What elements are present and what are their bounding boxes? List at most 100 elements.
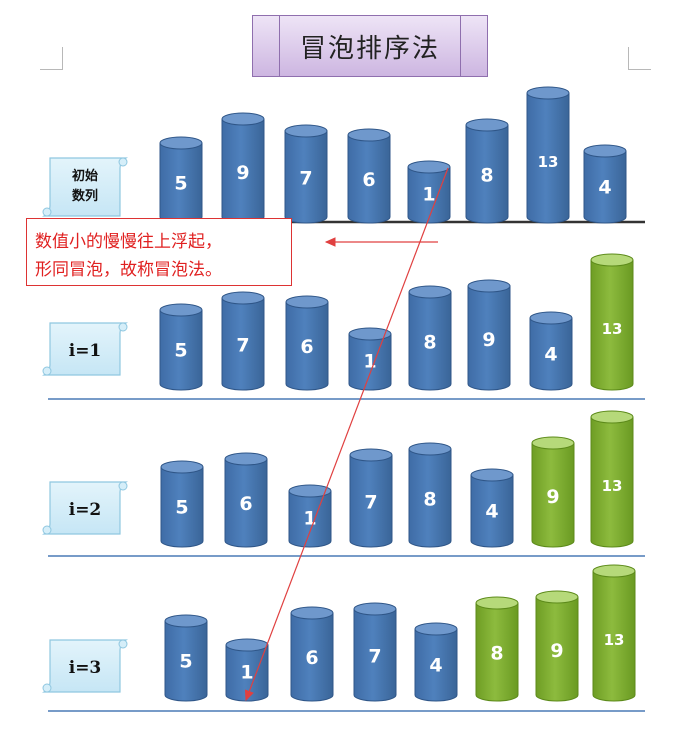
cylinder-body [347, 134, 391, 224]
cylinder-6: 6 [347, 128, 391, 224]
cylinder-4: 4 [583, 144, 627, 224]
cylinder-top [470, 468, 514, 482]
scroll-curl-top [118, 481, 128, 491]
cylinder-8: 8 [408, 285, 452, 391]
cylinder-top [465, 118, 509, 132]
cylinder-top [590, 253, 634, 267]
cylinder-13: 13 [590, 253, 634, 391]
scroll-label-text: 数列 [72, 188, 98, 204]
cylinder-top [159, 303, 203, 317]
corner-mark-left [40, 47, 63, 70]
cylinder-5: 5 [164, 614, 208, 702]
scroll-body [42, 157, 128, 217]
cylinder-1: 1 [348, 327, 392, 391]
cylinder-value: 7 [236, 334, 249, 356]
cylinder-value: 13 [538, 153, 559, 171]
cylinder-value: 1 [363, 351, 376, 373]
corner-mark-right [628, 47, 651, 70]
cylinder-body [290, 612, 334, 702]
cylinder-value: 4 [429, 654, 442, 676]
cylinder-value: 9 [236, 162, 249, 184]
cylinder-value: 6 [300, 336, 313, 358]
cylinder-value: 13 [604, 631, 625, 649]
cylinder-7: 7 [353, 602, 397, 702]
cylinder-top [529, 311, 573, 325]
cylinder-value: 8 [423, 489, 436, 511]
cylinder-value: 13 [602, 477, 623, 495]
cylinder-1: 1 [407, 160, 451, 224]
cylinder-body [160, 466, 204, 548]
cylinder-value: 4 [485, 500, 498, 522]
cylinder-value: 5 [175, 497, 188, 519]
cylinder-value: 6 [362, 169, 375, 191]
cylinder-body [592, 570, 636, 702]
cylinder-top [592, 564, 636, 578]
cylinder-6: 6 [290, 606, 334, 702]
scroll-label: i=3 [42, 639, 128, 693]
cylinder-value: 7 [368, 645, 381, 667]
cylinder-4: 4 [470, 468, 514, 548]
note-line-1: 数值小的慢慢往上浮起， [35, 232, 222, 252]
cylinder-top [535, 590, 579, 604]
cylinder-top [408, 285, 452, 299]
cylinder-value: 6 [239, 493, 252, 515]
scroll-label-text: i=2 [69, 500, 102, 520]
cylinder-top [475, 596, 519, 610]
scroll-curl-top [118, 322, 128, 332]
cylinder-body [526, 92, 570, 224]
cylinder-value: 7 [299, 167, 312, 189]
cylinder-value: 6 [305, 647, 318, 669]
cylinder-value: 1 [422, 184, 435, 206]
cylinder-body [467, 285, 511, 391]
note-box: 数值小的慢慢往上浮起， 形同冒泡，故称冒泡法。 [26, 218, 292, 286]
cylinder-7: 7 [284, 124, 328, 224]
scroll-curl-top [118, 639, 128, 649]
cylinder-top [159, 136, 203, 150]
title-box: 冒泡排序法 [252, 15, 488, 77]
cylinder-body [531, 442, 575, 548]
cylinder-body [408, 448, 452, 548]
scroll-curl-bottom [42, 683, 52, 693]
cylinder-top [290, 606, 334, 620]
cylinder-body [164, 620, 208, 702]
cylinder-4: 4 [529, 311, 573, 391]
cylinder-9: 9 [535, 590, 579, 702]
cylinder-value: 4 [598, 176, 611, 198]
cylinder-top [347, 128, 391, 142]
cylinder-body [285, 301, 329, 391]
scroll-label: i=1 [42, 322, 128, 376]
cylinder-body [475, 602, 519, 702]
cylinder-body [221, 297, 265, 391]
cylinder-value: 1 [240, 662, 253, 684]
cylinder-body [590, 259, 634, 391]
cylinder-value: 8 [423, 332, 436, 354]
cylinder-body [407, 166, 451, 224]
cylinder-9: 9 [467, 279, 511, 391]
cylinder-value: 9 [546, 486, 559, 508]
cylinder-top [590, 410, 634, 424]
cylinder-top [221, 112, 265, 126]
cylinder-top [583, 144, 627, 158]
scroll-curl-bottom [42, 525, 52, 535]
cylinder-body [353, 608, 397, 702]
cylinder-13: 13 [526, 86, 570, 224]
title-text: 冒泡排序法 [299, 34, 440, 64]
note-line-2: 形同冒泡，故称冒泡法。 [35, 260, 222, 280]
cylinder-body [348, 333, 392, 391]
cylinder-9: 9 [531, 436, 575, 548]
cylinder-8: 8 [465, 118, 509, 224]
cylinder-value: 5 [174, 173, 187, 195]
cylinder-body [408, 291, 452, 391]
cylinder-top [531, 436, 575, 450]
cylinder-top [164, 614, 208, 628]
cylinder-body [529, 317, 573, 391]
cylinder-top [225, 638, 269, 652]
cylinder-body [349, 454, 393, 548]
cylinder-5: 5 [159, 136, 203, 224]
